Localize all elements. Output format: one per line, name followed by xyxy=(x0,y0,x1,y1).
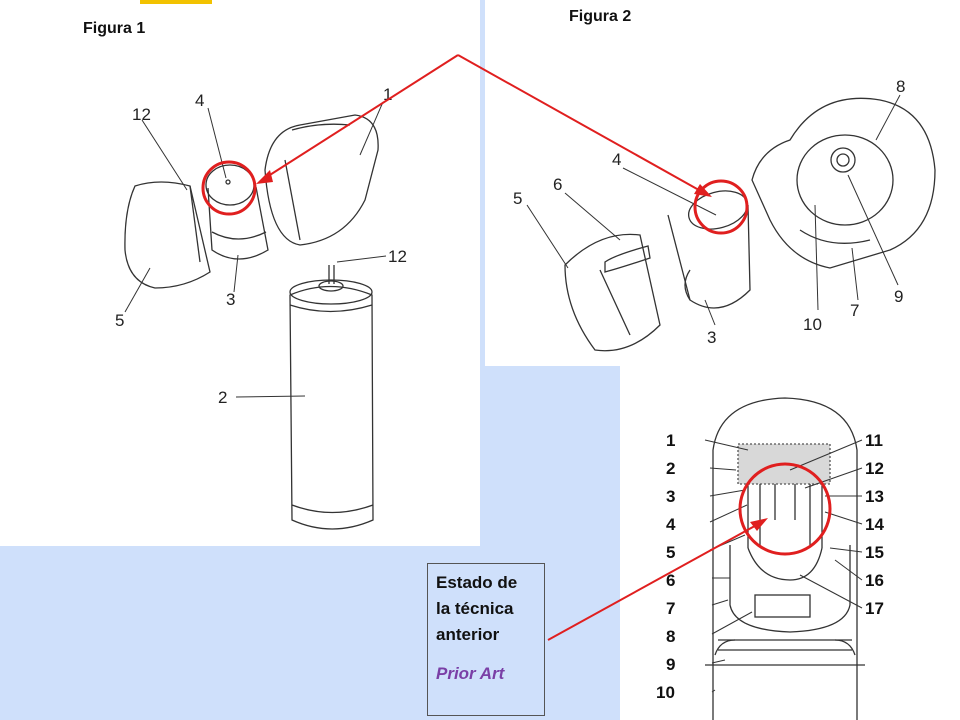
highlight-arrows xyxy=(261,54,763,641)
figure-2-title: Figura 2 xyxy=(569,8,632,25)
fig3-label-10: 10 xyxy=(656,683,675,702)
fig2-label-3: 3 xyxy=(707,328,716,347)
arrowhead-fig2 xyxy=(694,184,712,197)
fig1-leader-lines xyxy=(124,101,387,398)
callout-english-text: Prior Art xyxy=(436,664,505,683)
arrowheads xyxy=(256,170,768,531)
fig2-label-5: 5 xyxy=(513,189,522,208)
fig1-label-6: 12 xyxy=(132,105,151,124)
fig2-label-8: 8 xyxy=(896,77,905,96)
fig2-label-7: 7 xyxy=(850,301,859,320)
fig3-label-4: 4 xyxy=(666,515,676,534)
arrowhead-fig3 xyxy=(750,518,768,531)
highlight-circle-fig3 xyxy=(738,462,832,556)
fig1-label-5: 5 xyxy=(115,311,124,330)
fig1-label-2: 2 xyxy=(218,388,227,407)
fig2-label-6: 6 xyxy=(553,175,562,194)
fig3-label-15: 15 xyxy=(865,543,884,562)
fig3-label-5: 5 xyxy=(666,543,675,562)
fig3-label-3: 3 xyxy=(666,487,675,506)
prior-art-callout: Estado de la técnica anterior Prior Art xyxy=(427,563,545,716)
fig1-actuator xyxy=(264,114,379,246)
fig1-cap xyxy=(124,181,211,289)
arrowhead-fig1 xyxy=(256,170,273,184)
accent-bar xyxy=(140,0,212,4)
fig1-nozzle-ring xyxy=(205,164,269,260)
fig1-label-12: 12 xyxy=(388,247,407,266)
highlight-circle-fig2 xyxy=(693,179,749,235)
figure-2-panel xyxy=(485,0,960,366)
fig2-label-9: 9 xyxy=(894,287,903,306)
figure-3-panel xyxy=(620,366,960,720)
fig2-label-4: 4 xyxy=(612,150,621,169)
fig3-label-9: 9 xyxy=(666,655,675,674)
fig1-label-4: 4 xyxy=(195,91,204,110)
fig3-label-7: 7 xyxy=(666,599,675,618)
fig3-leader-lines xyxy=(704,439,863,693)
fig3-label-11: 11 xyxy=(865,431,883,450)
fig3-label-16: 16 xyxy=(865,571,884,590)
fig3-label-17: 17 xyxy=(865,599,884,618)
fig3-label-1: 1 xyxy=(666,431,675,450)
fig2-actuator xyxy=(751,97,936,269)
figure-1-title: Figura 1 xyxy=(83,20,146,37)
fig3-label-12: 12 xyxy=(865,459,884,478)
fig3-cross-section xyxy=(705,397,865,720)
fig3-label-8: 8 xyxy=(666,627,675,646)
fig1-canister xyxy=(289,265,374,530)
fig3-label-6: 6 xyxy=(666,571,675,590)
fig2-cap xyxy=(564,233,661,352)
fig3-label-2: 2 xyxy=(666,459,675,478)
callout-spanish-text: Estado de la técnica anterior xyxy=(436,573,518,644)
fig2-label-10: 10 xyxy=(803,315,822,334)
fig2-nozzle-ring xyxy=(667,190,751,309)
fig2-leader-lines xyxy=(526,94,901,326)
fig1-label-3: 3 xyxy=(226,290,235,309)
fig3-label-13: 13 xyxy=(865,487,884,506)
fig3-label-14: 14 xyxy=(865,515,884,534)
highlight-circle-fig1 xyxy=(201,160,257,216)
fig1-label-1: 1 xyxy=(383,85,392,104)
